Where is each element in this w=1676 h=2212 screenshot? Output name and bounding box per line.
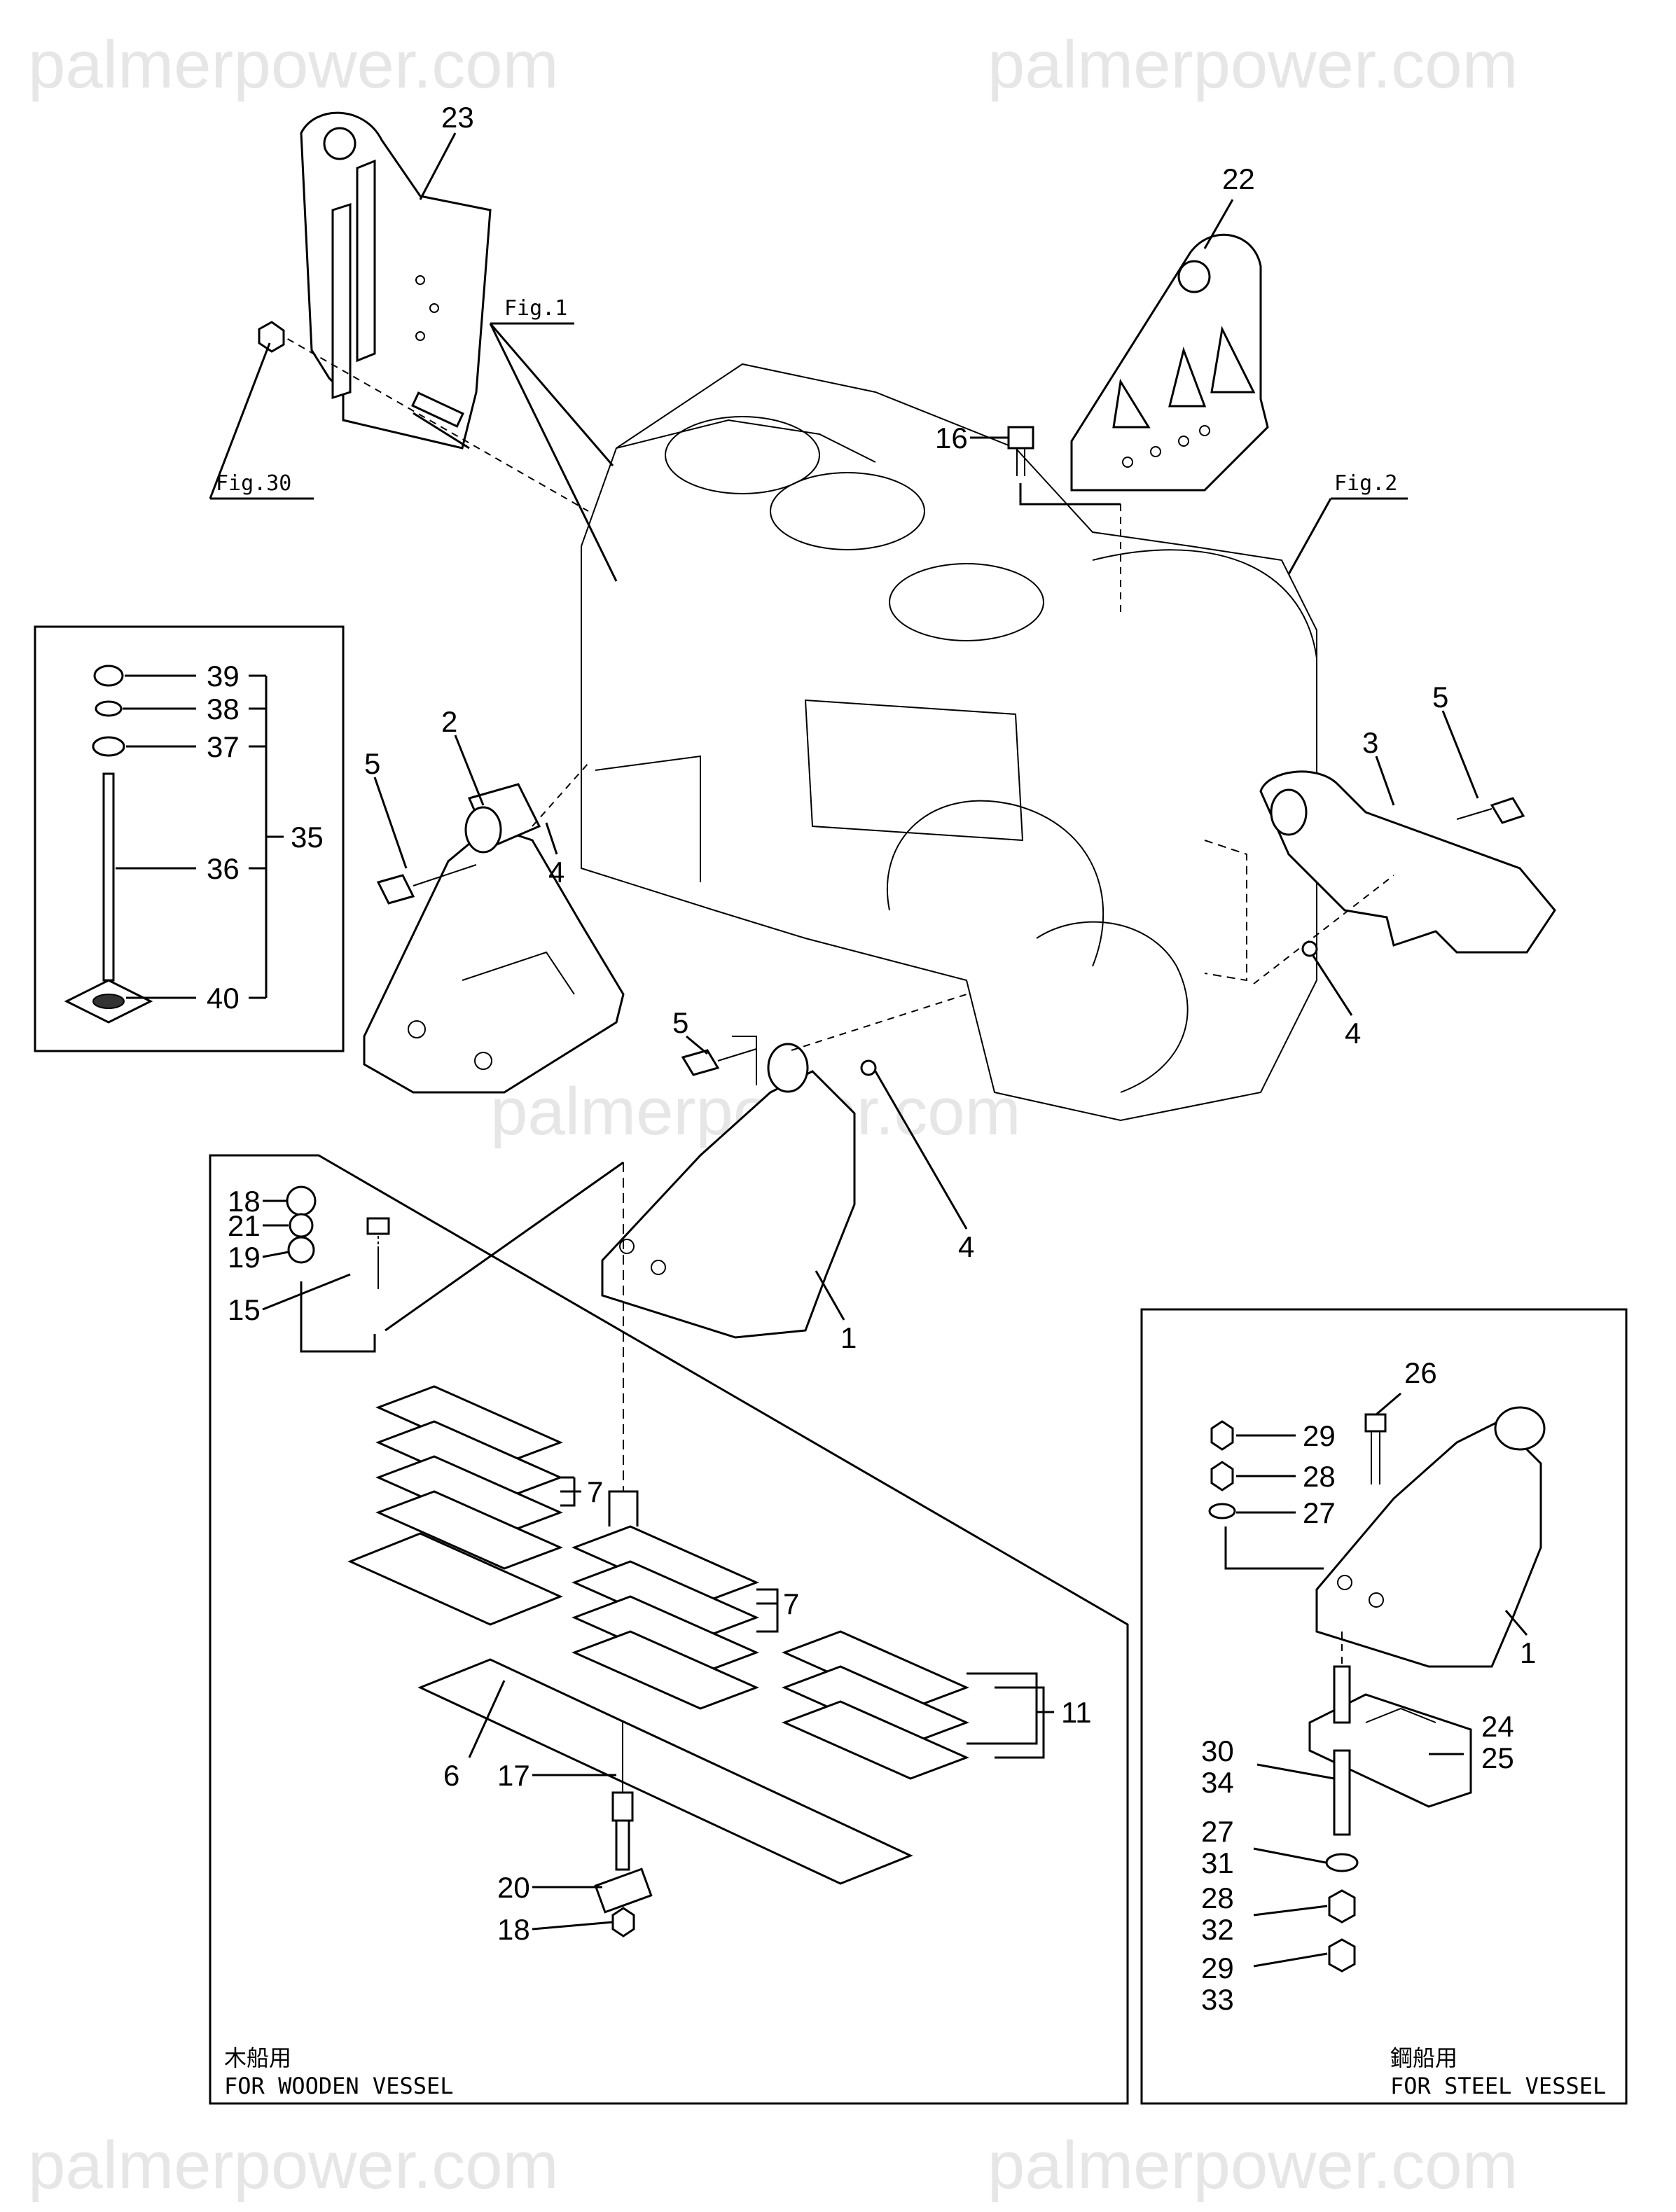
caption-wooden-english: FOR WOODEN VESSEL <box>224 2073 454 2099</box>
mount-foot-2-drawing <box>363 763 625 1094</box>
part-label-1-steel: 1 <box>1520 1636 1536 1669</box>
part-label-7-left: 7 <box>587 1475 603 1508</box>
part-label-23: 23 <box>441 101 474 134</box>
part-label-5-right: 5 <box>1432 681 1448 714</box>
caption-steel-english: FOR STEEL VESSEL <box>1390 2073 1606 2099</box>
fig-2-reference: Fig.2 <box>1334 471 1397 496</box>
caption-wooden-japanese: 木船用 <box>224 2045 291 2071</box>
watermark-top-left: palmerpower.com <box>28 27 559 102</box>
part-label-22: 22 <box>1222 162 1255 195</box>
part-label-33: 33 <box>1201 1983 1234 2016</box>
part-label-24: 24 <box>1481 1710 1514 1743</box>
part-label-37: 37 <box>207 730 240 763</box>
part-label-39: 39 <box>207 660 240 693</box>
bracket-23-drawing <box>258 111 589 512</box>
part-label-6: 6 <box>443 1759 459 1792</box>
leader-lines <box>116 132 1528 1968</box>
kit-35-panel <box>34 625 345 1052</box>
part-label-4-center: 4 <box>958 1230 974 1263</box>
part-label-36: 36 <box>207 852 240 885</box>
engine-block-drawing <box>581 363 1317 1122</box>
part-label-28-top: 28 <box>1303 1460 1336 1493</box>
part-label-4-left: 4 <box>548 856 565 889</box>
part-label-2: 2 <box>441 705 457 738</box>
watermark-bottom-right: palmerpower.com <box>988 2128 1518 2203</box>
wooden-vessel-panel <box>209 1154 1129 2105</box>
part-label-20: 20 <box>497 1871 530 1904</box>
part-label-16: 16 <box>935 422 968 454</box>
part-number-labels: 23 22 16 2 3 5 5 5 4 4 4 1 1 39 38 37 36… <box>207 101 1536 2016</box>
steel-vessel-panel <box>1140 1308 1628 2105</box>
part-label-17: 17 <box>497 1759 530 1792</box>
part-label-27-top: 27 <box>1303 1496 1336 1529</box>
part-label-1-center: 1 <box>840 1321 857 1354</box>
fig-30-reference: Fig.30 <box>216 471 291 496</box>
part-label-31: 31 <box>1201 1846 1234 1879</box>
mount-foot-1-drawing <box>601 994 967 1339</box>
mount-foot-3-drawing <box>1253 770 1556 985</box>
watermark-top-right: palmerpower.com <box>988 27 1518 102</box>
fig-1-reference: Fig.1 <box>504 296 567 321</box>
part-label-21: 21 <box>228 1209 261 1242</box>
part-label-18-top: 18 <box>228 1185 261 1218</box>
part-label-29-bottom: 29 <box>1201 1952 1234 1984</box>
part-label-28-bottom: 28 <box>1201 1881 1234 1914</box>
part-label-11: 11 <box>1061 1696 1092 1729</box>
part-label-29-top: 29 <box>1303 1419 1336 1452</box>
part-label-25: 25 <box>1481 1741 1514 1774</box>
caption-steel-japanese: 鋼船用 <box>1390 2045 1457 2071</box>
watermark-bottom-left: palmerpower.com <box>28 2128 559 2203</box>
part-label-30: 30 <box>1201 1734 1234 1767</box>
part-label-19: 19 <box>228 1241 261 1274</box>
part-label-27-bottom: 27 <box>1201 1815 1234 1848</box>
part-label-26: 26 <box>1404 1356 1437 1389</box>
part-label-35: 35 <box>291 821 324 854</box>
part-label-5-left: 5 <box>364 747 380 780</box>
part-label-32: 32 <box>1201 1913 1234 1946</box>
part-label-5-center: 5 <box>672 1006 688 1039</box>
part-label-3: 3 <box>1362 726 1378 759</box>
part-label-7-center: 7 <box>783 1587 799 1620</box>
part-label-18-bottom: 18 <box>497 1913 530 1946</box>
bracket-22-drawing <box>1007 233 1269 616</box>
part-label-40: 40 <box>207 982 240 1015</box>
part-label-15: 15 <box>228 1293 261 1326</box>
part-label-4-right: 4 <box>1345 1017 1361 1050</box>
part-label-38: 38 <box>207 693 240 725</box>
part-label-34: 34 <box>1201 1766 1234 1799</box>
